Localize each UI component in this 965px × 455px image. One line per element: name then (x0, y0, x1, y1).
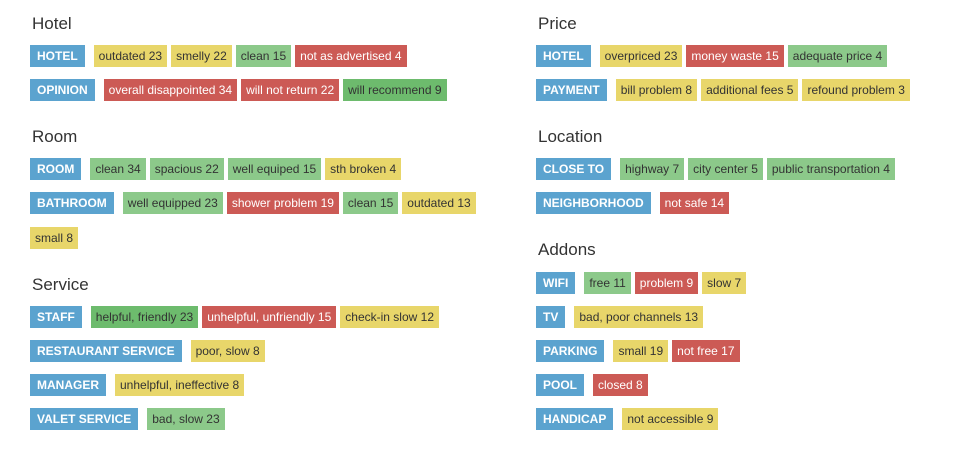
section-title: Price (538, 14, 577, 33)
sentiment-tag: bad, slow 23 (147, 408, 225, 430)
category-row: POOL closed 8 (536, 374, 652, 396)
category-label: OPINION (30, 79, 95, 101)
sentiment-tag: overall disappointed 34 (103, 79, 238, 101)
category-label: BATHROOM (30, 192, 114, 214)
section-title: Room (32, 127, 78, 146)
category-row: small 8 (30, 227, 82, 249)
category-row: RESTAURANT SERVICE poor, slow 8 (30, 340, 269, 362)
category-label: TV (536, 306, 566, 328)
sentiment-tag: not free 17 (672, 340, 740, 362)
sentiment-tag: slow 7 (702, 272, 747, 294)
section-title: Service (32, 275, 89, 294)
sentiment-tag: closed 8 (593, 374, 648, 396)
sentiment-tag: highway 7 (620, 158, 685, 180)
sentiment-tag: outdated 23 (93, 45, 168, 67)
sentiment-tag: helpful, friendly 23 (90, 306, 199, 328)
category-label: WIFI (536, 272, 576, 294)
sentiment-tag: unhelpful, unfriendly 15 (202, 306, 337, 328)
sentiment-tag: problem 9 (634, 272, 699, 294)
sentiment-tag: will not return 22 (241, 79, 340, 101)
sentiment-tag: refound problem 3 (802, 79, 910, 101)
sentiment-tag: free 11 (584, 272, 631, 294)
category-row: VALET SERVICE bad, slow 23 (30, 408, 229, 430)
category-label: CLOSE TO (536, 158, 612, 180)
sentiment-tag: clean 15 (235, 45, 292, 67)
category-label: HOTEL (30, 45, 85, 67)
section-title: Hotel (32, 14, 72, 33)
sentiment-tag: not accessible 9 (622, 408, 719, 430)
category-row: TV bad, poor channels 13 (536, 306, 707, 328)
section-title: Location (538, 127, 603, 146)
sentiment-tag: small 8 (30, 227, 79, 249)
sentiment-tag: spacious 22 (149, 158, 224, 180)
sentiment-tag: well equipped 23 (122, 192, 223, 214)
sentiment-tag: will recommend 9 (343, 79, 447, 101)
sentiment-tag: adequate price 4 (787, 45, 888, 67)
sentiment-tag: bill problem 8 (615, 79, 698, 101)
sentiment-tag: public transportation 4 (766, 158, 895, 180)
sentiment-tag: smelly 22 (171, 45, 232, 67)
category-label: POOL (536, 374, 585, 396)
sentiment-tag: overpriced 23 (599, 45, 683, 67)
sentiment-tag: additional fees 5 (701, 79, 799, 101)
sentiment-tag: outdated 13 (402, 192, 476, 214)
sentiment-tag: money waste 15 (686, 45, 784, 67)
sentiment-tag: small 19 (613, 340, 669, 362)
sentiment-tag: unhelpful, ineffective 8 (115, 374, 245, 396)
category-label: PAYMENT (536, 79, 607, 101)
sentiment-tag: poor, slow 8 (190, 340, 265, 362)
category-label: HOTEL (536, 45, 591, 67)
category-label: STAFF (30, 306, 82, 328)
sentiment-tag: clean 15 (342, 192, 399, 214)
category-row: MANAGER unhelpful, ineffective 8 (30, 374, 248, 396)
category-label: MANAGER (30, 374, 106, 396)
sentiment-tag: not safe 14 (659, 192, 730, 214)
sentiment-tag: clean 34 (90, 158, 146, 180)
category-label: NEIGHBORHOOD (536, 192, 651, 214)
category-label: PARKING (536, 340, 605, 362)
section-title: Addons (538, 240, 596, 259)
category-row: HANDICAP not accessible 9 (536, 408, 722, 430)
category-label: RESTAURANT SERVICE (30, 340, 182, 362)
category-label: VALET SERVICE (30, 408, 139, 430)
sentiment-tag: sth broken 4 (325, 158, 402, 180)
category-row: NEIGHBORHOOD not safe 14 (536, 192, 733, 214)
sentiment-tag: shower problem 19 (226, 192, 339, 214)
sentiment-tag: bad, poor channels 13 (574, 306, 704, 328)
sentiment-tag: check-in slow 12 (340, 306, 439, 328)
sentiment-tag: not as advertised 4 (295, 45, 407, 67)
sentiment-tag: city center 5 (688, 158, 763, 180)
category-label: HANDICAP (536, 408, 614, 430)
category-label: ROOM (30, 158, 82, 180)
sentiment-tag: well equiped 15 (227, 158, 322, 180)
